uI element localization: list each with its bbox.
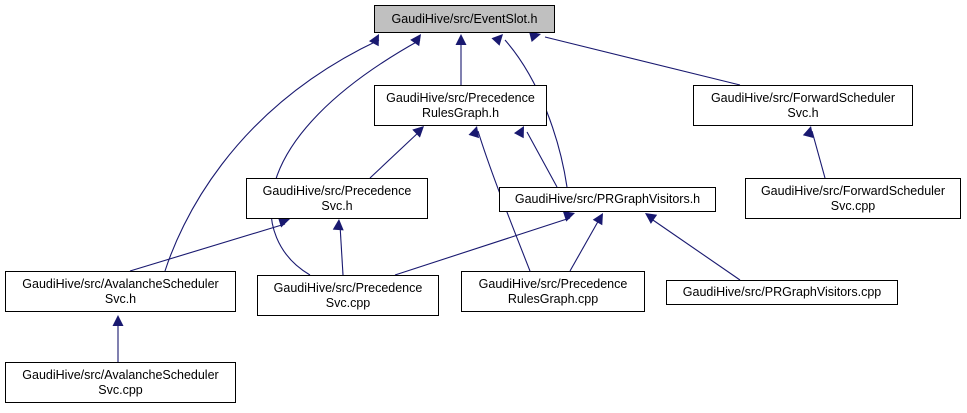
graph-edge-precedencerulesgraph-cpp-to-prgraphvisitors-h	[569, 217, 601, 272]
graph-edge-precedencesvc-cpp-to-eventslot-h	[270, 39, 421, 276]
graph-edge-prgraphvisitors-cpp-to-prgraphvisitors-h	[649, 217, 741, 281]
graph-node-label: GaudiHive/src/AvalancheScheduler Svc.cpp	[22, 367, 219, 397]
graph-node-label: GaudiHive/src/PRGraphVisitors.cpp	[682, 285, 882, 299]
graph-node-label: GaudiHive/src/Precedence Svc.cpp	[273, 280, 423, 310]
graph-edge-forwardschedulersvc-cpp-to-forwardschedulersvc-h	[811, 130, 826, 179]
graph-edge-avalancheschedulersvc-h-to-precedencesvc-h	[129, 223, 286, 272]
graph-node-label: GaudiHive/src/Precedence Svc.h	[262, 183, 412, 213]
graph-node-avalancheschedulersvc-h[interactable]: GaudiHive/src/AvalancheScheduler Svc.h	[5, 271, 236, 312]
graph-node-forwardschedulersvc-cpp[interactable]: GaudiHive/src/ForwardScheduler Svc.cpp	[745, 178, 961, 219]
graph-arrowhead	[332, 219, 344, 231]
graph-node-avalancheschedulersvc-cpp[interactable]: GaudiHive/src/AvalancheScheduler Svc.cpp	[5, 362, 236, 403]
graph-node-precedencerulesgraph-cpp[interactable]: GaudiHive/src/Precedence RulesGraph.cpp	[461, 271, 645, 312]
graph-arrowhead	[802, 126, 814, 139]
graph-edge-avalancheschedulersvc-h-to-eventslot-h	[164, 39, 380, 272]
graph-node-label: GaudiHive/src/ForwardScheduler Svc.h	[710, 90, 896, 120]
graph-node-precedencesvc-h[interactable]: GaudiHive/src/Precedence Svc.h	[246, 178, 428, 219]
graph-arrowhead	[410, 34, 421, 47]
graph-edge-precedencesvc-h-to-precedencerulesgraph-h	[369, 130, 421, 179]
graph-arrowhead	[468, 126, 480, 139]
graph-node-prgraphvisitors-cpp[interactable]: GaudiHive/src/PRGraphVisitors.cpp	[666, 280, 898, 305]
graph-node-precedencerulesgraph-h[interactable]: GaudiHive/src/Precedence RulesGraph.h	[374, 85, 547, 126]
graph-edge-precedencesvc-cpp-to-prgraphvisitors-h	[394, 217, 571, 276]
graph-edge-forwardschedulersvc-h-to-eventslot-h	[544, 36, 741, 86]
graph-arrowhead	[592, 213, 603, 226]
graph-node-label: GaudiHive/src/ForwardScheduler Svc.cpp	[760, 183, 946, 213]
graph-node-eventslot-h[interactable]: GaudiHive/src/EventSlot.h	[374, 5, 555, 33]
graph-edge-precedencesvc-cpp-to-precedencesvc-h	[339, 224, 344, 276]
graph-edge-prgraphvisitors-h-to-precedencerulesgraph-h	[526, 131, 558, 188]
graph-node-label: GaudiHive/src/AvalancheScheduler Svc.h	[22, 276, 219, 306]
graph-arrowhead	[455, 34, 467, 45]
graph-node-precedencesvc-cpp[interactable]: GaudiHive/src/Precedence Svc.cpp	[257, 275, 439, 316]
graph-node-label: GaudiHive/src/PRGraphVisitors.h	[514, 192, 701, 206]
graph-node-forwardschedulersvc-h[interactable]: GaudiHive/src/ForwardScheduler Svc.h	[693, 85, 913, 126]
graph-arrowhead	[112, 315, 124, 326]
graph-arrowhead	[368, 34, 379, 47]
graph-node-label: GaudiHive/src/EventSlot.h	[391, 11, 538, 26]
graph-node-prgraphvisitors-h[interactable]: GaudiHive/src/PRGraphVisitors.h	[499, 187, 716, 212]
graph-node-label: GaudiHive/src/Precedence RulesGraph.h	[386, 90, 535, 120]
graph-node-label: GaudiHive/src/Precedence RulesGraph.cpp	[478, 276, 628, 306]
